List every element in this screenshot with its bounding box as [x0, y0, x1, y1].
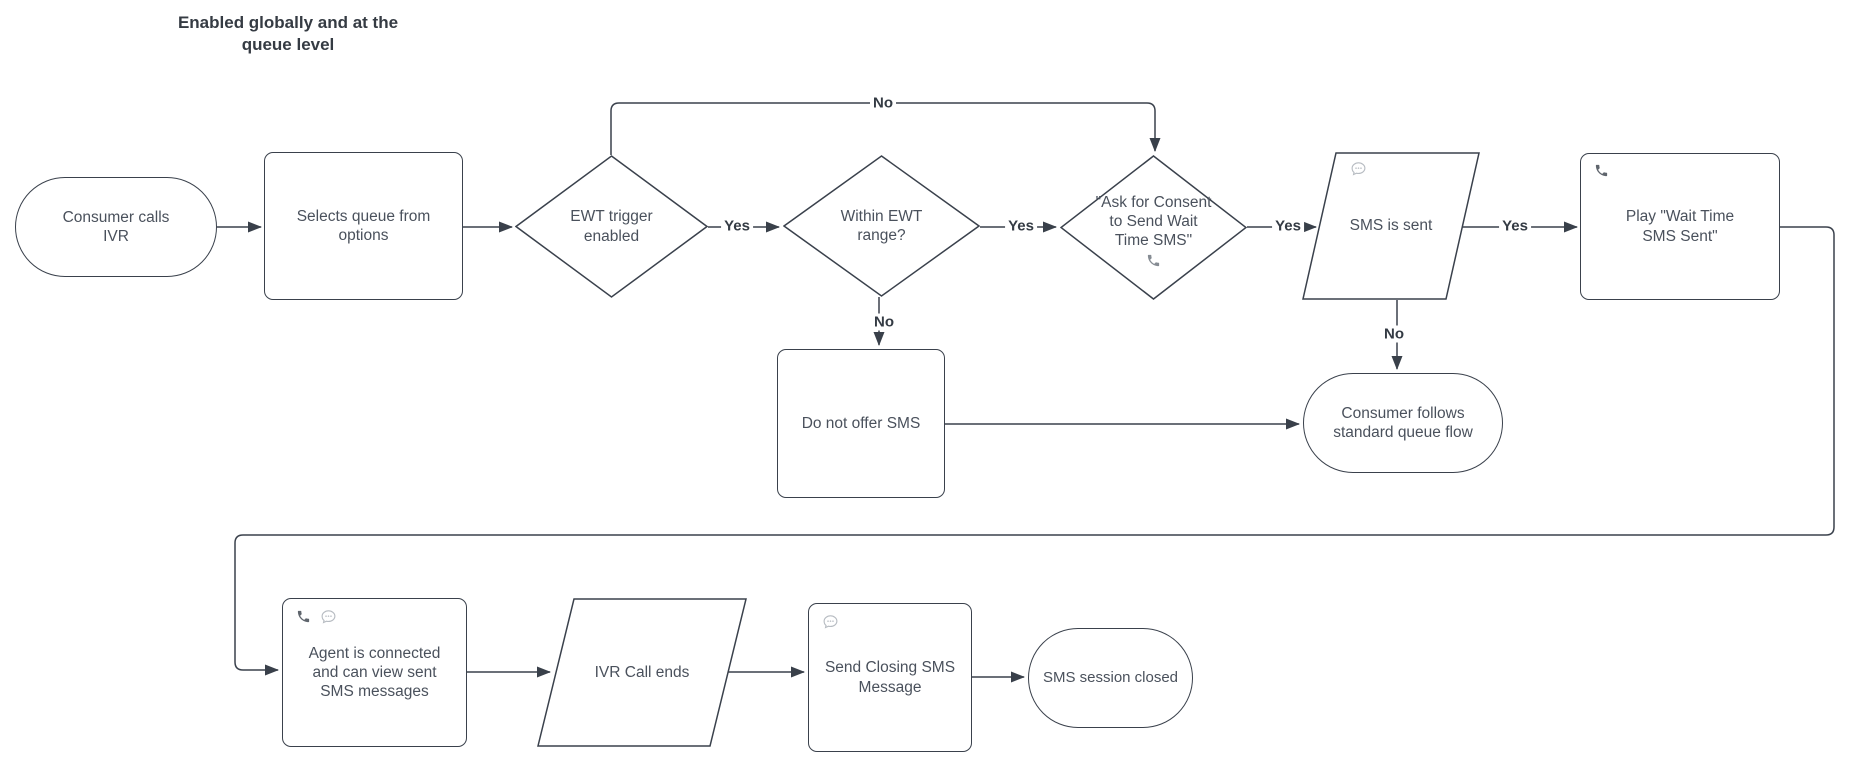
- node-label: "Ask for Consent to Send Wait Time SMS": [1095, 193, 1212, 250]
- data-parallelogram: [1302, 152, 1480, 300]
- node-label: Consumer calls IVR: [62, 208, 170, 245]
- node-label: Consumer follows standard queue flow: [1333, 404, 1473, 441]
- edge-label-ewt-no: No: [870, 94, 896, 112]
- decision-diamond: [1060, 155, 1247, 300]
- phone-icon: [1595, 164, 1608, 177]
- node-label: IVR Call ends: [594, 663, 690, 681]
- data-parallelogram: [537, 598, 747, 747]
- node-label: Selects queue from options: [296, 207, 431, 244]
- phone-icon: [1147, 255, 1160, 267]
- node-ask-consent: "Ask for Consent to Send Wait Time SMS": [1060, 155, 1247, 300]
- node-label: Do not offer SMS: [801, 414, 921, 432]
- edge-label-within-yes: Yes: [1005, 217, 1037, 235]
- decision-diamond: [515, 155, 708, 298]
- node-ivr-call-ends: IVR Call ends: [537, 598, 747, 747]
- edge-label-consent-yes: Yes: [1272, 217, 1304, 235]
- edge-label-within-no: No: [871, 313, 897, 331]
- node-label: Agent is connected and can view sent SMS…: [308, 644, 441, 701]
- node-play-wait-time-sms-sent: Play "Wait Time SMS Sent": [1580, 153, 1780, 300]
- node-consumer-calls-ivr: Consumer calls IVR: [15, 177, 217, 277]
- node-label: Send Closing SMS Message: [824, 659, 956, 696]
- edge-label-sms-yes: Yes: [1499, 217, 1531, 235]
- node-within-ewt-range: Within EWT range?: [783, 155, 980, 297]
- decision-diamond: [783, 155, 980, 297]
- node-sms-session-closed: SMS session closed: [1028, 628, 1193, 728]
- node-ewt-trigger-enabled: EWT trigger enabled: [515, 155, 708, 298]
- node-label: Play "Wait Time SMS Sent": [1625, 208, 1735, 245]
- node-label: Within EWT range?: [840, 207, 923, 244]
- diagram-title: Enabled globally and at the queue level: [177, 13, 399, 54]
- sms-bubble-icon: [321, 610, 336, 624]
- node-selects-queue: Selects queue from options: [264, 152, 463, 300]
- node-do-not-offer-sms: Do not offer SMS: [777, 349, 945, 498]
- node-agent-connected: Agent is connected and can view sent SMS…: [282, 598, 467, 747]
- node-standard-queue-flow: Consumer follows standard queue flow: [1303, 373, 1503, 473]
- sms-bubble-icon: [1351, 162, 1366, 176]
- edge-label-ewt-yes: Yes: [721, 217, 753, 235]
- node-label: EWT trigger enabled: [570, 208, 653, 245]
- node-send-closing-sms: Send Closing SMS Message: [808, 603, 972, 752]
- node-label: SMS is sent: [1349, 217, 1433, 235]
- node-sms-is-sent: SMS is sent: [1302, 152, 1480, 300]
- sms-bubble-icon: [823, 615, 838, 629]
- connector-play-to-agent-loop: [234, 226, 1835, 676]
- phone-icon: [297, 610, 310, 623]
- edge-label-sms-no: No: [1381, 325, 1407, 343]
- node-label: SMS session closed: [1042, 668, 1179, 686]
